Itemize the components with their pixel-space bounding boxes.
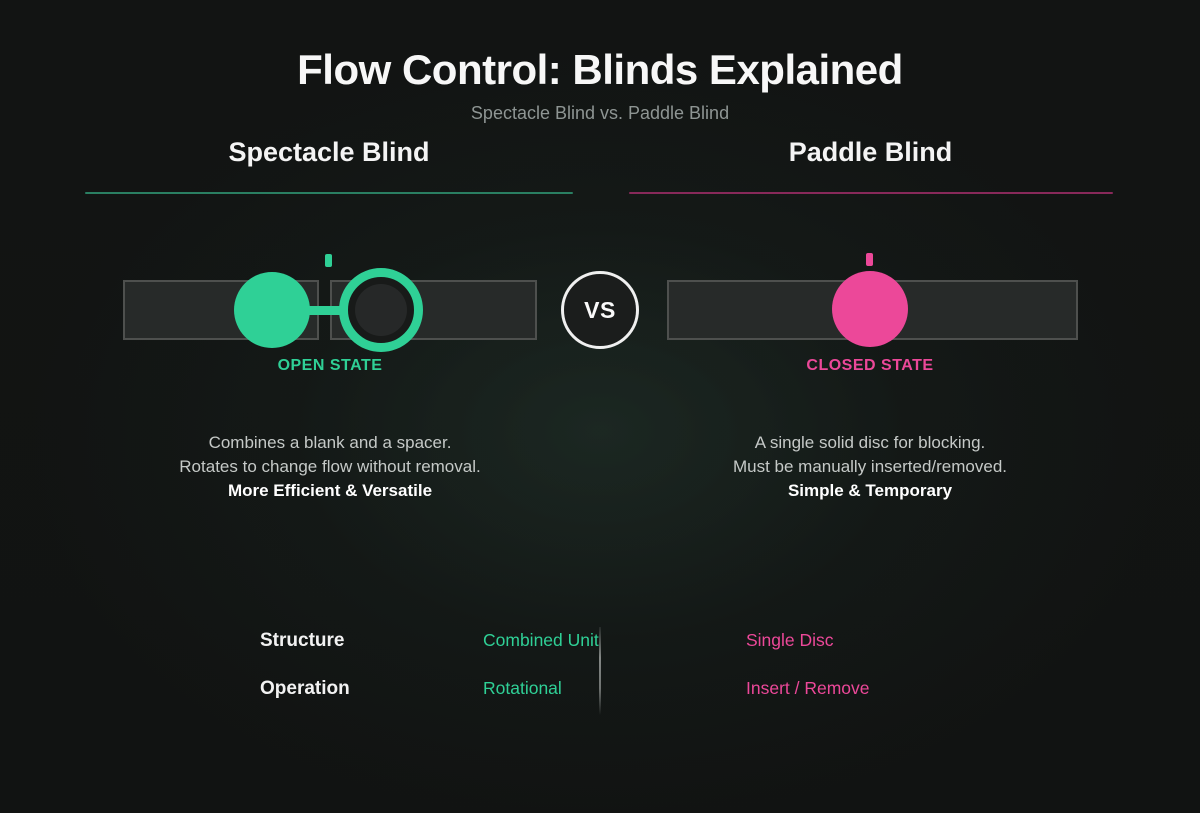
left-description: Combines a blank and a spacer. Rotates t… (110, 431, 550, 503)
right-description-bold: Simple & Temporary (787, 481, 953, 500)
right-insert-tick-icon (866, 253, 873, 266)
spec-row-left-value: Rotational (483, 678, 562, 698)
right-description: A single solid disc for blocking. Must b… (650, 431, 1090, 503)
spec-row-label: Operation (260, 678, 350, 699)
vs-badge: VS (561, 271, 639, 349)
spectacle-connector-bar (300, 306, 352, 315)
left-column-heading: Spectacle Blind (228, 137, 430, 167)
left-description-line1: Combines a blank and a spacer. (208, 433, 452, 452)
left-rotation-tick-icon (325, 254, 332, 267)
spectacle-spacer-ring (339, 268, 423, 352)
page-subtitle: Spectacle Blind vs. Paddle Blind (470, 103, 730, 123)
right-column-heading: Paddle Blind (788, 137, 953, 167)
right-state-label: CLOSED STATE (806, 357, 934, 374)
left-description-line2: Rotates to change flow without removal. (179, 457, 481, 476)
left-state-label: OPEN STATE (277, 357, 383, 374)
spec-row-right-value: Insert / Remove (746, 678, 870, 698)
spacer-ring-hole (355, 284, 407, 336)
right-heading-underline (629, 192, 1113, 194)
spec-row-right-value: Single Disc (746, 630, 834, 650)
spec-row-left-value: Combined Unit (483, 630, 599, 650)
left-heading-underline (85, 192, 573, 194)
spectacle-blank-disc (234, 272, 310, 348)
paddle-solid-disc (832, 271, 908, 347)
left-description-bold: More Efficient & Versatile (227, 481, 433, 500)
spec-table-divider (599, 627, 601, 715)
right-description-line2: Must be manually inserted/removed. (732, 457, 1008, 476)
spec-row-label: Structure (260, 630, 345, 651)
page-title: Flow Control: Blinds Explained (297, 46, 903, 93)
right-description-line1: A single solid disc for blocking. (754, 433, 986, 452)
